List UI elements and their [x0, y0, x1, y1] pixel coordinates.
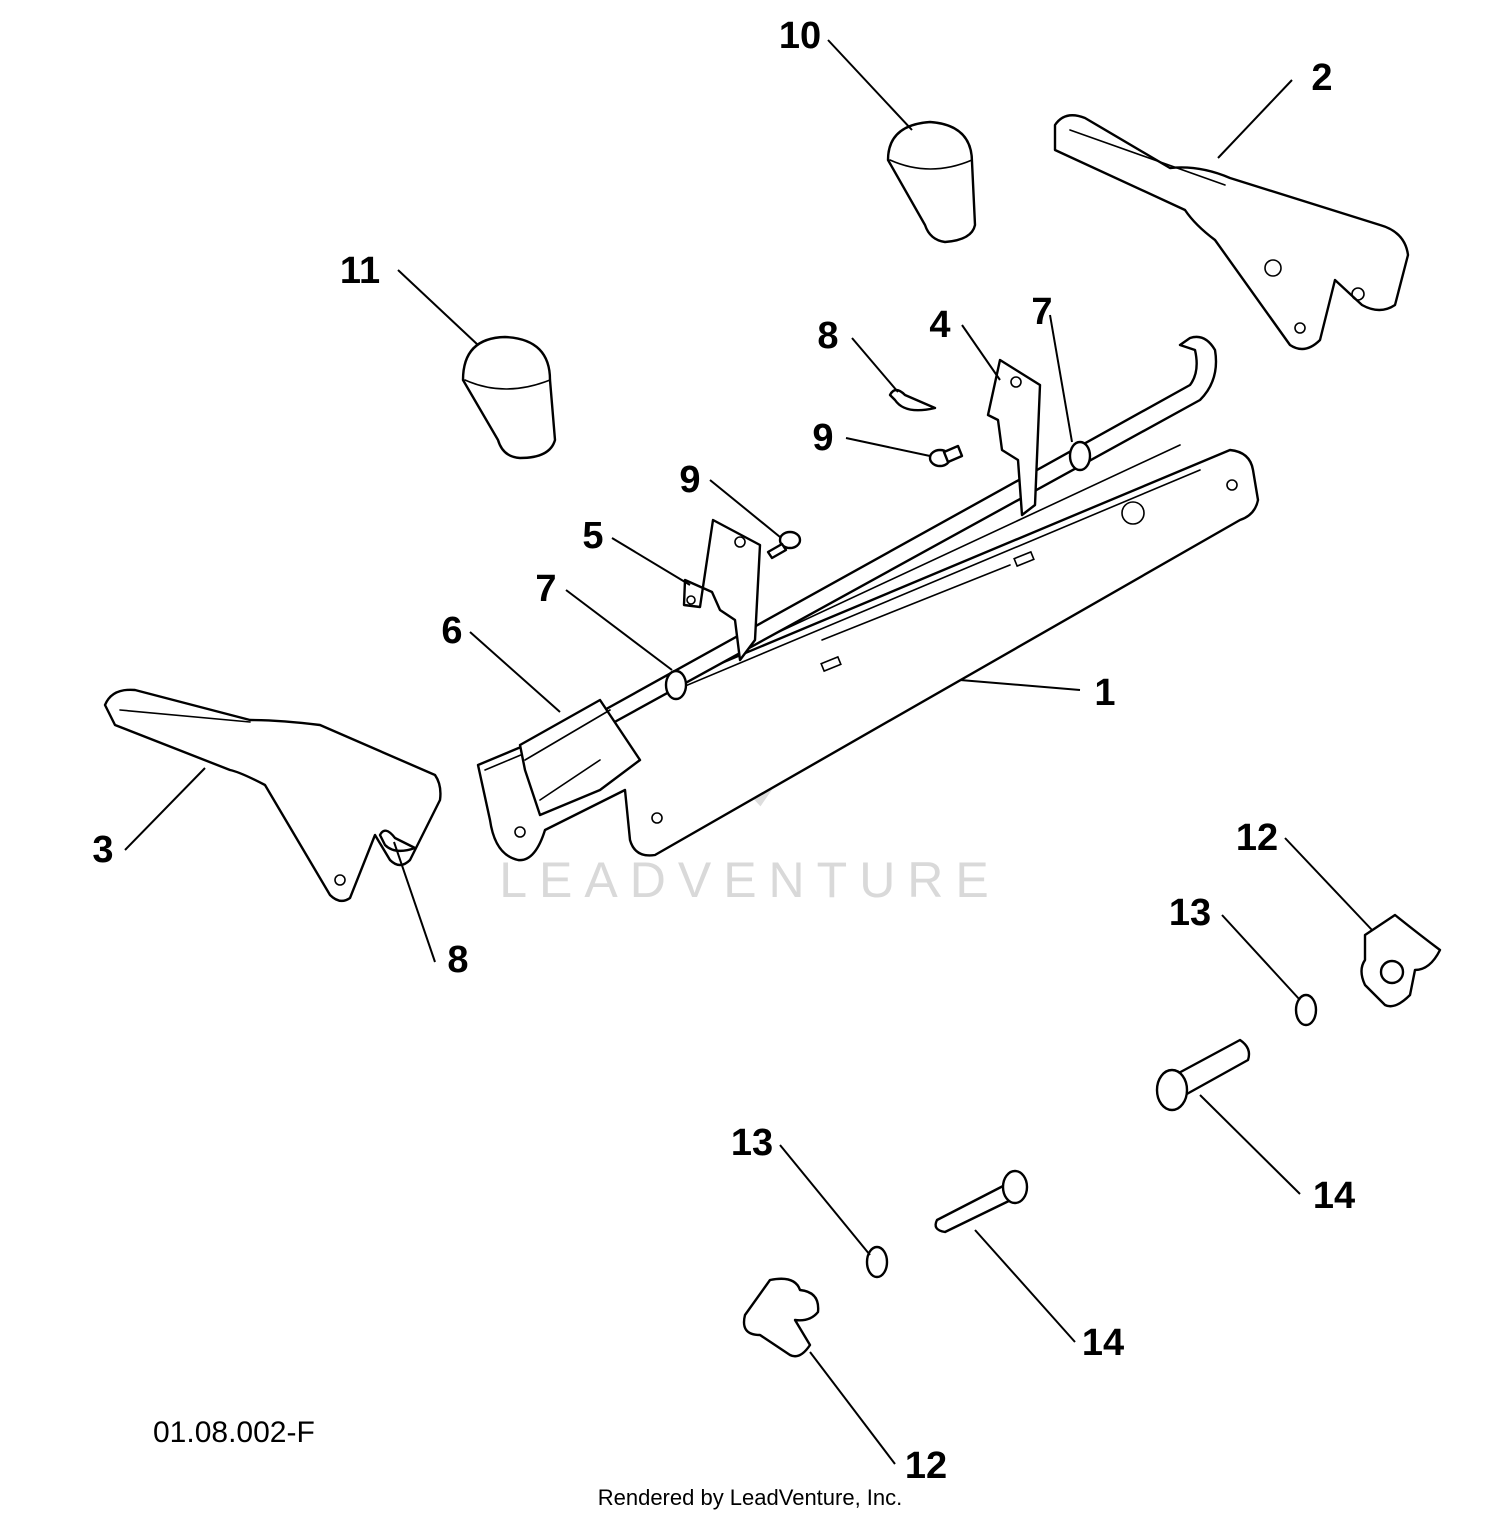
bolt-part-9-upper — [928, 444, 964, 468]
callout-7-left: 7 — [535, 568, 556, 610]
callout-11: 11 — [340, 250, 380, 292]
carriage-bolt-part-14-right — [1155, 1038, 1251, 1112]
lever-part-2 — [1053, 114, 1410, 351]
carriage-bolt-part-14-left — [934, 1169, 1029, 1234]
bracket-part-5 — [682, 518, 762, 662]
watermark-text: LEADVENTURE — [499, 852, 1001, 908]
hair-pin-part-8-upper — [888, 388, 937, 412]
callout-1: 1 — [1094, 672, 1115, 714]
callout-7-right: 7 — [1031, 291, 1052, 333]
bracket-part-4 — [986, 358, 1042, 517]
callout-9-lower: 9 — [679, 459, 700, 501]
callout-8-lower: 8 — [447, 939, 468, 981]
callout-4: 4 — [929, 304, 950, 346]
knob-part-10 — [886, 120, 977, 244]
callout-5: 5 — [582, 515, 603, 557]
washer-part-13-left — [865, 1245, 889, 1279]
callout-14-right: 14 — [1313, 1175, 1355, 1217]
callout-9-upper: 9 — [812, 417, 833, 459]
diagram-reference-code: 01.08.002-F — [153, 1416, 315, 1449]
callout-8-upper: 8 — [817, 315, 838, 357]
leader-lines — [124, 39, 1373, 1465]
callout-12-left: 12 — [905, 1445, 947, 1487]
knob-part-11 — [461, 335, 557, 460]
callout-13-right: 13 — [1169, 892, 1211, 934]
hair-pin-part-8-lower — [378, 829, 417, 853]
callout-14-left: 14 — [1082, 1322, 1124, 1364]
callout-10: 10 — [779, 15, 821, 57]
callout-12-right: 12 — [1236, 817, 1278, 859]
bolt-part-9-lower — [766, 530, 802, 560]
star-knob-part-12-left — [742, 1277, 820, 1358]
lever-part-3 — [103, 688, 442, 903]
linkage-part-6 — [518, 698, 642, 817]
callout-6: 6 — [441, 610, 462, 652]
washer-part-13-right — [1294, 993, 1318, 1027]
footer-credit: Rendered by LeadVenture, Inc. — [598, 1485, 903, 1510]
callout-3: 3 — [92, 829, 113, 871]
washer-part-7-left — [664, 669, 688, 701]
callout-13-left: 13 — [731, 1122, 773, 1164]
star-knob-part-12-right — [1360, 913, 1442, 1008]
bracket-plate-part-1 — [476, 444, 1260, 862]
callout-2: 2 — [1311, 57, 1332, 99]
washer-part-7-right — [1068, 440, 1092, 472]
